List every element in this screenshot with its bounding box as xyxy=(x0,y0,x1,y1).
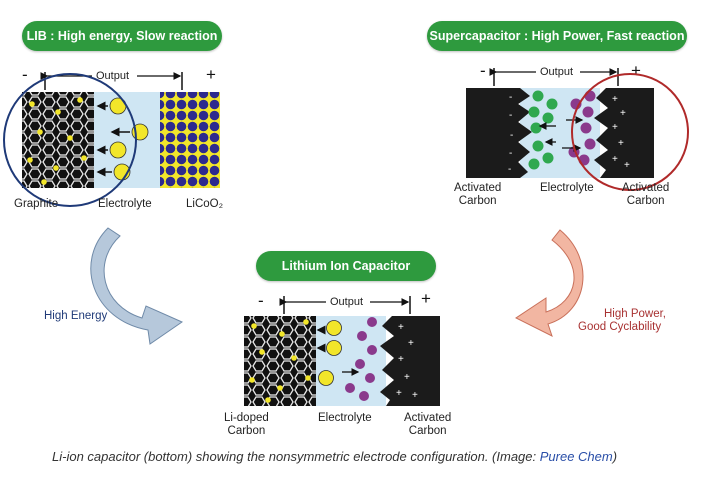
svg-text:-: - xyxy=(509,148,512,159)
svg-text:-: - xyxy=(509,92,512,103)
caption-source-link[interactable]: Puree Chem xyxy=(539,449,613,464)
supercap-anions xyxy=(528,90,558,170)
svg-text:-: - xyxy=(508,164,511,175)
supercap-minus-sign: - xyxy=(480,61,486,80)
lib-graphite-electrode xyxy=(22,92,94,188)
lic-title: Lithium Ion Capacitor xyxy=(281,259,411,273)
supercap-title: Supercapacitor : High Power, Fast reacti… xyxy=(429,29,685,43)
lic-label-electrolyte: Electrolyte xyxy=(318,412,372,424)
supercap-label-right: Activated Carbon xyxy=(622,182,669,208)
lic-title-pill: Lithium Ion Capacitor xyxy=(256,251,436,281)
lic-plus-sign: + xyxy=(421,289,431,308)
svg-text:-: - xyxy=(510,130,513,141)
lib-output-label: Output xyxy=(94,70,132,82)
supercap-charge-signs: --- -- +++ +++ xyxy=(508,92,630,175)
lib-graphite-li-dots xyxy=(27,97,87,185)
lib-minus-sign: - xyxy=(22,65,28,84)
lib-licoo2-electrode xyxy=(160,92,220,188)
lic-label-right-text: Activated Carbon xyxy=(404,412,452,437)
lic-cations xyxy=(342,317,377,401)
supercap-label-right-text: Activated Carbon xyxy=(622,182,670,207)
svg-text:+: + xyxy=(398,322,404,333)
svg-text:+: + xyxy=(624,160,630,171)
supercap-label-left-text: Activated Carbon xyxy=(454,182,502,207)
svg-text:+: + xyxy=(620,108,626,119)
caption-end: ) xyxy=(612,449,618,464)
right-arrow-text-2: Good Cyclability xyxy=(578,321,662,333)
svg-text:+: + xyxy=(618,138,624,149)
lic-minus-sign: - xyxy=(258,291,264,310)
supercap-right-electrode xyxy=(594,88,654,178)
lic-label-left: Li-doped Carbon xyxy=(224,412,269,438)
lib-label-electrolyte: Electrolyte xyxy=(98,198,152,210)
figure-caption: Li-ion capacitor (bottom) showing the no… xyxy=(52,449,617,464)
right-arrow-text-1: High Power, xyxy=(604,308,667,320)
lib-highlight-circle xyxy=(3,73,137,207)
svg-text:-: - xyxy=(509,110,512,121)
lic-li-doped-carbon xyxy=(244,316,316,406)
supercap-highlight-circle xyxy=(571,73,689,191)
svg-text:+: + xyxy=(398,354,404,365)
lib-title-pill: LIB : High energy, Slow reaction xyxy=(22,21,222,51)
lic-label-left-text: Li-doped Carbon xyxy=(224,412,269,437)
lib-title: LIB : High energy, Slow reaction xyxy=(26,29,218,43)
lib-label-graphite: Graphite xyxy=(14,198,59,210)
lic-charge-signs: +++ +++ xyxy=(396,322,418,401)
svg-text:+: + xyxy=(396,388,402,399)
svg-text:+: + xyxy=(612,122,618,133)
lic-label-right: Activated Carbon xyxy=(404,412,451,438)
supercap-label-electrolyte: Electrolyte xyxy=(540,182,594,194)
lic-carbon-li-dots xyxy=(249,319,311,403)
lic-li-ions xyxy=(316,320,342,386)
caption-text: Li-ion capacitor (bottom) showing the no… xyxy=(52,449,540,464)
supercap-output-label: Output xyxy=(538,66,576,78)
svg-text:+: + xyxy=(404,372,410,383)
svg-text:+: + xyxy=(408,338,414,349)
lic-output-label: Output xyxy=(328,296,366,308)
svg-text:+: + xyxy=(412,390,418,401)
lib-plus-sign: + xyxy=(206,65,216,84)
lic-output-bracket xyxy=(279,296,411,314)
svg-text:+: + xyxy=(612,154,618,165)
svg-text:+: + xyxy=(612,94,618,105)
left-arrow-text: High Energy xyxy=(44,310,108,322)
lic-activated-carbon xyxy=(380,316,440,406)
right-curved-arrow xyxy=(515,229,584,337)
supercap-plus-sign: + xyxy=(631,61,641,80)
supercap-title-pill: Supercapacitor : High Power, Fast reacti… xyxy=(427,21,687,51)
supercap-label-left: Activated Carbon xyxy=(454,182,501,208)
supercap-output-bracket xyxy=(489,68,619,86)
left-curved-arrow xyxy=(90,227,184,345)
lib-label-licoo2: LiCoO₂ xyxy=(186,198,224,210)
